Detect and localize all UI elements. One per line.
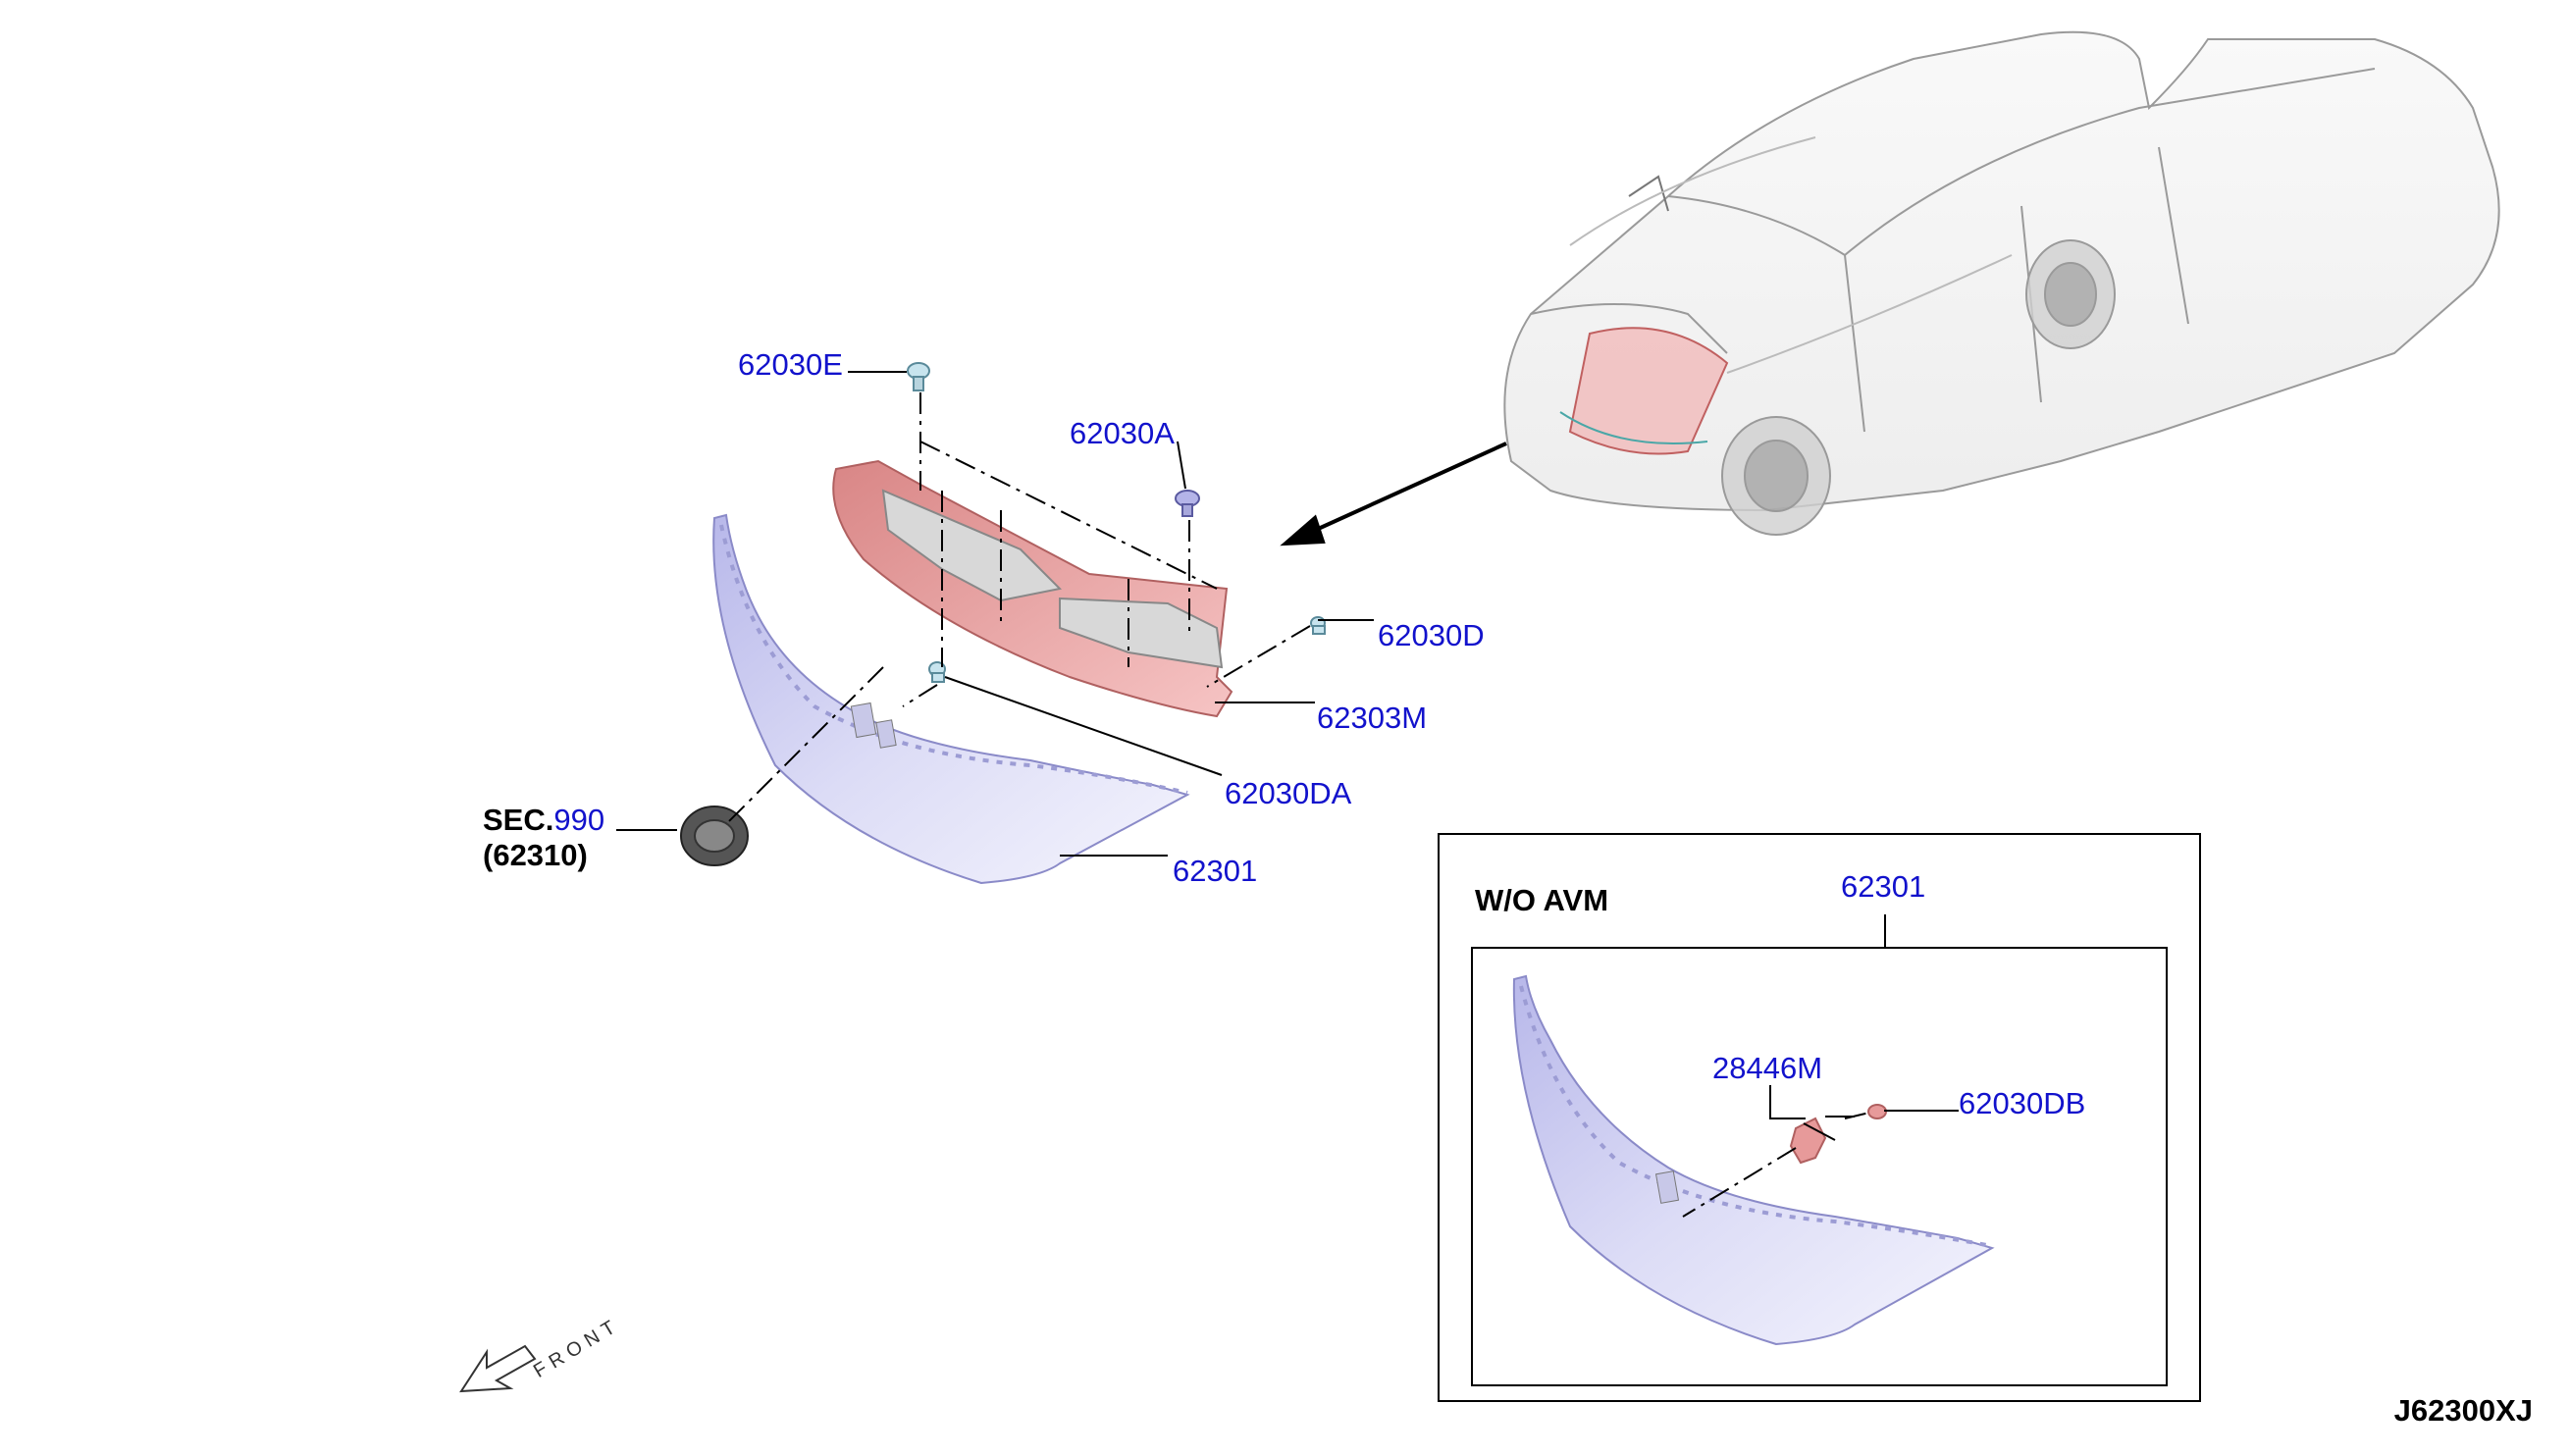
inset-label-62030DB: 62030DB — [1959, 1086, 2086, 1120]
inset-label-28446M: 28446M — [1712, 1051, 1823, 1085]
label-62030DA: 62030DA — [1225, 776, 1352, 810]
inset-clip-62030DB — [1867, 1104, 1887, 1119]
label-sec-990: SEC.990 — [483, 805, 604, 835]
inset-frame — [1438, 833, 2201, 1402]
inset-chain-lines — [1682, 1112, 1870, 1218]
bracket-62303M — [832, 459, 1233, 718]
reference-arrow — [1280, 442, 1507, 546]
clip-62030A — [1175, 490, 1200, 517]
sec-prefix: SEC. — [483, 803, 554, 837]
inset-grille-62301 — [1512, 974, 1995, 1346]
label-62030D: 62030D — [1378, 618, 1485, 652]
inset-label-62301: 62301 — [1841, 869, 1926, 904]
label-62301: 62301 — [1173, 854, 1258, 888]
label-62030A: 62030A — [1070, 416, 1175, 450]
sec-number-link[interactable]: 990 — [553, 803, 605, 837]
chain-lines — [725, 392, 1311, 825]
leader-lines — [616, 371, 1374, 857]
label-62303M: 62303M — [1317, 701, 1428, 735]
emblem-62310 — [680, 806, 749, 866]
front-arrow-icon — [459, 1344, 537, 1393]
grille-62301 — [712, 513, 1190, 885]
vehicle-illustration — [1503, 30, 2500, 536]
clip-62030E — [907, 362, 930, 391]
inset-title: W/O AVM — [1475, 883, 1609, 917]
label-62030E: 62030E — [738, 347, 843, 382]
label-62310: (62310) — [483, 838, 588, 872]
sheet-id: J62300XJ — [2393, 1393, 2533, 1428]
